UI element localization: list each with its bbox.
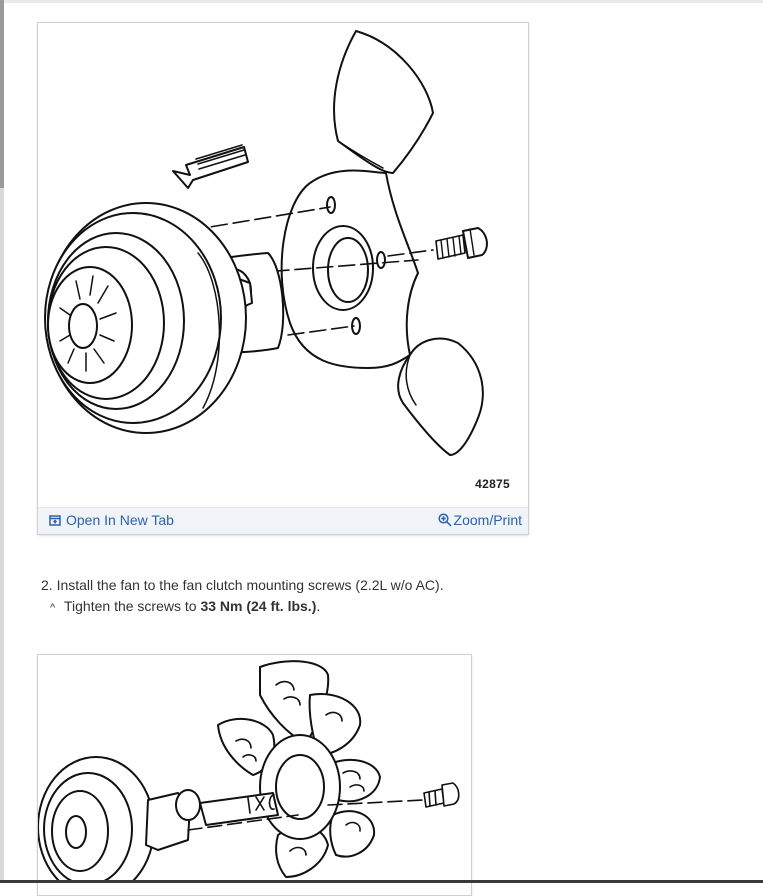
open-in-new-tab-icon xyxy=(49,514,61,526)
open-in-new-tab-label: Open In New Tab xyxy=(66,512,174,528)
figure-toolbar: Open In New Tab Zoom/Print xyxy=(38,507,528,534)
torque-prefix: Tighten the screws to xyxy=(64,598,197,614)
step-line: 2. Install the fan to the fan clutch mou… xyxy=(41,575,641,596)
fan-spider-plate xyxy=(280,169,419,369)
fan-assembly-illustration xyxy=(38,660,460,883)
shaft-markings xyxy=(247,794,275,814)
clutch-pulley xyxy=(38,756,279,883)
zoom-print-label: Zoom/Print xyxy=(453,512,522,528)
torque-value: 33 Nm (24 ft. lbs.) xyxy=(200,598,317,614)
step-instruction: Install the fan to the fan clutch mounti… xyxy=(56,577,444,593)
figure-fan-assembly xyxy=(37,654,472,896)
procedure-step: 2. Install the fan to the fan clutch mou… xyxy=(41,575,641,619)
zoom-in-icon xyxy=(437,513,452,527)
step-number: 2. xyxy=(41,577,53,593)
left-scroll-rule-accent xyxy=(0,0,4,188)
fan-blade-upper xyxy=(333,30,434,174)
bolt-graphic-2 xyxy=(423,782,460,808)
alignment-lines-2 xyxy=(187,799,424,831)
fan-clutch-illustration xyxy=(44,30,488,456)
torque-suffix: . xyxy=(316,598,321,614)
fan-hub xyxy=(259,734,341,840)
blade-cutouts xyxy=(235,680,365,856)
bottom-divider xyxy=(0,880,763,883)
bullet-marker: ^ xyxy=(50,602,56,614)
open-in-new-tab-button[interactable]: Open In New Tab xyxy=(49,512,174,528)
direction-arrow-graphic xyxy=(172,144,249,189)
bolt-graphic xyxy=(435,227,488,260)
fan-blade-lower xyxy=(397,337,484,456)
figure-fan-clutch: 42875 Open In New Tab Zoom/Print xyxy=(37,22,529,535)
left-scroll-rule xyxy=(0,0,4,883)
top-divider xyxy=(0,0,763,3)
water-pump-pulley xyxy=(44,202,247,434)
torque-spec-line: ^ Tighten the screws to 33 Nm (24 ft. lbs… xyxy=(41,596,641,619)
figure-number: 42875 xyxy=(475,477,510,491)
zoom-print-button[interactable]: Zoom/Print xyxy=(437,512,522,528)
